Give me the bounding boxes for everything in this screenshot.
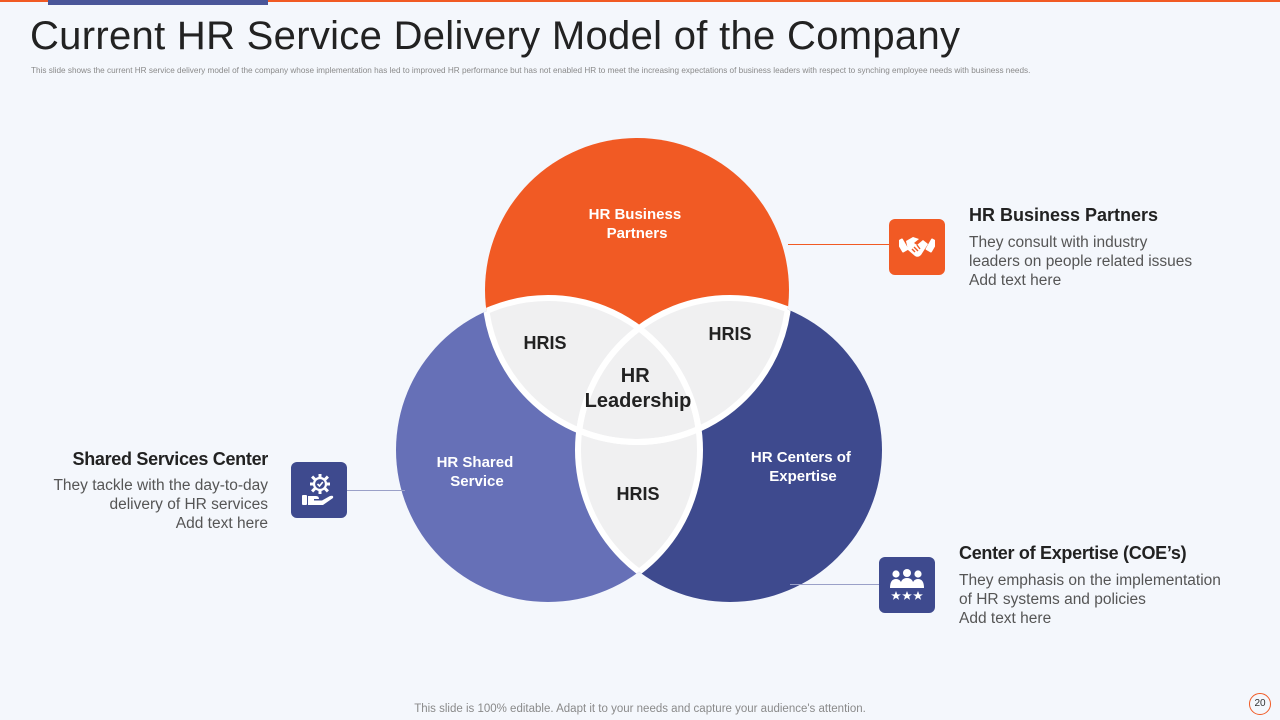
business-partners-title: HR Business Partners [969,205,1159,225]
handshake-icon [899,237,935,257]
team-stars-icon [890,569,924,600]
label-left-circle: HR Shared Service [437,454,518,490]
label-top-circle: HR Business Partners [589,206,686,242]
shared-services-description: They tackle with the day-to-day delivery… [53,477,268,532]
label-center: HR Leadership [585,365,692,412]
shared-services-icon-box [291,462,347,518]
label-hris-top-left: HRIS [523,333,566,353]
label-hris-bottom: HRIS [616,484,659,504]
connector-expertise [790,584,879,585]
business-partners-description: They consult with industry leaders on pe… [969,234,1193,289]
overlap-regions [485,298,789,602]
footer-note: This slide is 100% editable. Adapt it to… [414,703,866,715]
top-accent-tab [48,0,268,5]
label-right-circle: HR Centers of Expertise [751,449,855,485]
connector-shared-services [347,490,405,491]
slide-subtitle: This slide shows the current HR service … [31,66,1031,75]
slide-title: Current HR Service Delivery Model of the… [30,14,961,58]
expertise-description: They emphasis on the implementation of H… [959,572,1221,627]
hand-gear-icon [302,474,334,505]
connector-business-partners [788,244,889,245]
page-number: 20 [1249,693,1271,715]
shared-services-title: Shared Services Center [72,449,268,469]
label-hris-top-right: HRIS [708,324,751,344]
expertise-title: Center of Expertise (COE’s) [959,543,1187,563]
separator-lines [482,295,792,602]
expertise-icon-box [879,557,935,613]
top-accent-line [0,0,1280,2]
business-partners-icon-box [889,219,945,275]
